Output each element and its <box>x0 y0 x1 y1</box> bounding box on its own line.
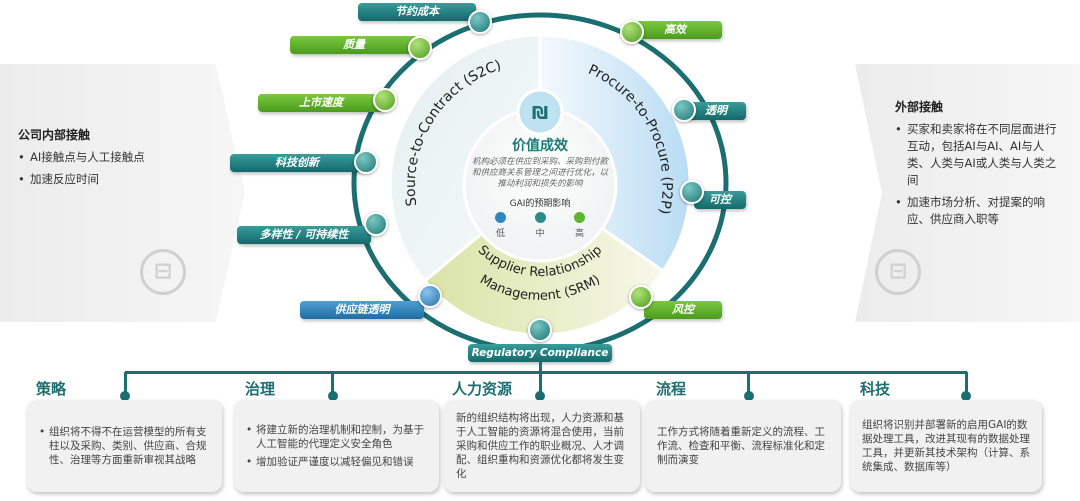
pill-efficiency: 高效 <box>628 21 722 39</box>
pill-speed-to-market: 上市速度 <box>258 94 384 112</box>
legend-dot <box>495 212 506 223</box>
document-pen-glyph: ₪ <box>532 103 548 124</box>
connector-drop <box>331 372 334 394</box>
value-outcome: 价值成效 机构必须在供应到采购、采购到付款和供应商关系管理之间进行优化，以推动利… <box>470 135 610 239</box>
segment-s2c <box>388 33 542 284</box>
external-touchpoints-panel: 外部接触 买家和卖家将在不同层面进行互动，包括AI与AI、AI与人类、人类与AI… <box>855 64 1080 322</box>
legend-label: 高 <box>574 229 584 239</box>
hr-box: 新的组织结构将出现，人力资源和基于人工智能的资源将混合使用，当前采购和供应工作的… <box>444 400 640 492</box>
impact-legend: 低 中 高 <box>495 212 585 239</box>
connector-dot <box>961 391 971 401</box>
list-item: AI接触点与人工接触点 <box>18 149 208 166</box>
pill-control: 可控 <box>694 191 746 209</box>
pill-diversity: 多样性 / 可持续性 <box>237 226 371 244</box>
legend-low: 低 <box>495 212 506 239</box>
bullet-text: 组织将不得不在运营模型的所有支柱以及采购、类别、供应商、合规性、治理等方面重新审… <box>39 425 210 467</box>
connector-dot <box>120 391 130 401</box>
internal-touchpoints-panel: 公司内部接触 AI接触点与人工接触点加速反应时间 ⊟ <box>0 64 245 322</box>
center-title: 价值成效 <box>512 138 568 154</box>
pill-regulatory-compliance: Regulatory Compliance <box>468 344 612 362</box>
legend-dot <box>534 212 546 223</box>
box-text: 工作方式将随着重新定义的流程、工作流、检查和平衡、流程标准化和定制而演变 <box>657 426 825 466</box>
legend-mid: 中 <box>534 212 546 239</box>
heading-hr: 人力资源 <box>452 380 513 398</box>
pill-quality: 质量 <box>290 36 418 54</box>
connector-line <box>125 371 967 374</box>
governance-box: 将建立新的治理机制和控制，为基于人工智能的代理定义安全角色 增加验证严谨度以减轻… <box>234 400 439 492</box>
document-pen-icon <box>516 88 564 136</box>
box-text: 新的组织结构将出现，人力资源和基于人工智能的资源将混合使用，当前采购和供应工作的… <box>456 412 624 480</box>
pin-icon <box>672 98 696 122</box>
center-description: 机构必须在供应到采购、采购到付款和供应商关系管理之间进行优化，以推动利润和损失的… <box>471 157 608 189</box>
heading-technology: 科技 <box>860 380 891 398</box>
pill-transparency: 透明 <box>686 102 746 120</box>
bullet-text: 增加验证严谨度以减轻偏见和错误 <box>246 455 427 469</box>
gai-impact-label: GAI的预期影响 <box>509 199 571 209</box>
heading-process: 流程 <box>656 380 687 398</box>
connector-dot <box>328 391 338 401</box>
connector-dot <box>535 391 545 401</box>
pin-icon <box>629 285 653 309</box>
connector-dot <box>744 391 754 401</box>
legend-high: 高 <box>574 212 585 239</box>
pin-icon <box>364 212 388 236</box>
pill-cost-saving: 节约成本 <box>358 3 476 21</box>
pin-icon <box>620 20 644 44</box>
connector-drop <box>124 372 127 394</box>
connector-drop <box>747 372 750 394</box>
legend-label: 中 <box>535 229 545 239</box>
heading-governance: 治理 <box>245 380 276 398</box>
logo-watermark-icon: ⊟ <box>140 249 186 295</box>
legend-label: 低 <box>495 229 505 239</box>
pill-supply-transparency: 供应链透明 <box>300 301 424 319</box>
technology-box: 组织将识别并部署新的启用GAI的数据处理工具，改进其现有的数据处理工具，并更新其… <box>850 400 1042 492</box>
list-item: 加速市场分析、对提案的响应、供应商入职等 <box>895 194 1067 228</box>
legend-dot <box>574 212 585 223</box>
panel-title: 外部接触 <box>895 100 944 114</box>
pill-risk-control: 风控 <box>644 301 722 319</box>
connector-stem <box>539 362 542 372</box>
pin-icon <box>468 10 492 34</box>
bullet-text: 将建立新的治理机制和控制，为基于人工智能的代理定义安全角色 <box>246 423 427 451</box>
logo-watermark-icon: ⊟ <box>875 249 921 295</box>
connector-drop <box>965 372 968 394</box>
box-text: 组织将识别并部署新的启用GAI的数据处理工具，改进其现有的数据处理工具，并更新其… <box>862 419 1030 473</box>
list-item: 加速反应时间 <box>18 171 208 188</box>
pin-icon <box>408 36 432 60</box>
pin-icon <box>528 318 552 342</box>
panel-title: 公司内部接触 <box>18 128 91 142</box>
strategy-box: 组织将不得不在运营模型的所有支柱以及采购、类别、供应商、合规性、治理等方面重新审… <box>27 400 222 492</box>
pill-innovation: 科技创新 <box>230 154 364 172</box>
pin-icon <box>680 180 704 204</box>
heading-strategy: 策略 <box>36 380 67 398</box>
process-box: 工作方式将随着重新定义的流程、工作流、检查和平衡、流程标准化和定制而演变 <box>645 400 841 492</box>
list-item: 买家和卖家将在不同层面进行互动，包括AI与AI、AI与人类、人类与AI或人类与人… <box>895 121 1067 189</box>
pin-icon <box>354 150 378 174</box>
connector-drop <box>539 372 542 394</box>
pin-icon <box>373 88 397 112</box>
pin-icon <box>418 284 442 308</box>
